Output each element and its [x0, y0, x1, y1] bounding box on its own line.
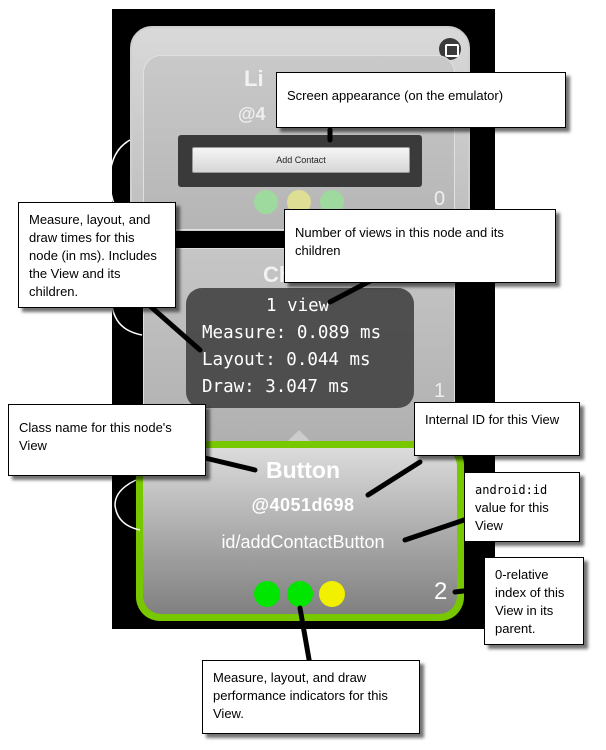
callout-view-count: Number of views in this node and its chi…	[284, 209, 556, 283]
sibling-0-address: @4	[238, 104, 266, 124]
close-icon[interactable]	[439, 38, 461, 60]
sibling-0-title: Li	[244, 66, 264, 91]
add-contact-button-preview: Add Contact	[192, 147, 410, 173]
tooltip-pointer	[285, 430, 313, 444]
callout-indicators: Measure, layout, and draw performance in…	[202, 660, 420, 734]
layout-time: Layout: 0.044 ms	[202, 350, 371, 370]
layout-indicator	[287, 581, 313, 607]
callout-screen-appearance: Screen appearance (on the emulator)	[276, 72, 566, 128]
view-count: 1 view	[266, 296, 330, 316]
callout-internal-id: Internal ID for this View	[414, 402, 580, 456]
android-id-code: android:id	[475, 483, 548, 497]
sibling-0-index: 0	[434, 188, 446, 210]
callout-timing: Measure, layout, and draw times for this…	[18, 202, 176, 308]
draw-time: Draw: 3.047 ms	[202, 377, 350, 397]
draw-indicator	[319, 581, 345, 607]
node-id: id/addContactButton	[221, 532, 385, 552]
measure-time: Measure: 0.089 ms	[202, 323, 382, 343]
android-id-text: value for this View	[475, 500, 549, 533]
node-address: @4051d698	[251, 495, 355, 515]
measure-indicator	[254, 581, 280, 607]
stats-tooltip: 1 view Measure: 0.089 ms Layout: 0.044 m…	[186, 288, 414, 408]
callout-class-name: Class name for this node's View	[8, 404, 206, 476]
callout-index: 0-relative index of this View in its par…	[484, 557, 584, 645]
sibling-0-measure-indicator	[254, 190, 278, 214]
callout-android-id: android:id value for this View	[464, 472, 580, 542]
node-class-name: Button	[265, 457, 341, 483]
node-index: 2	[434, 578, 448, 605]
sibling-1-index: 1	[434, 380, 446, 402]
